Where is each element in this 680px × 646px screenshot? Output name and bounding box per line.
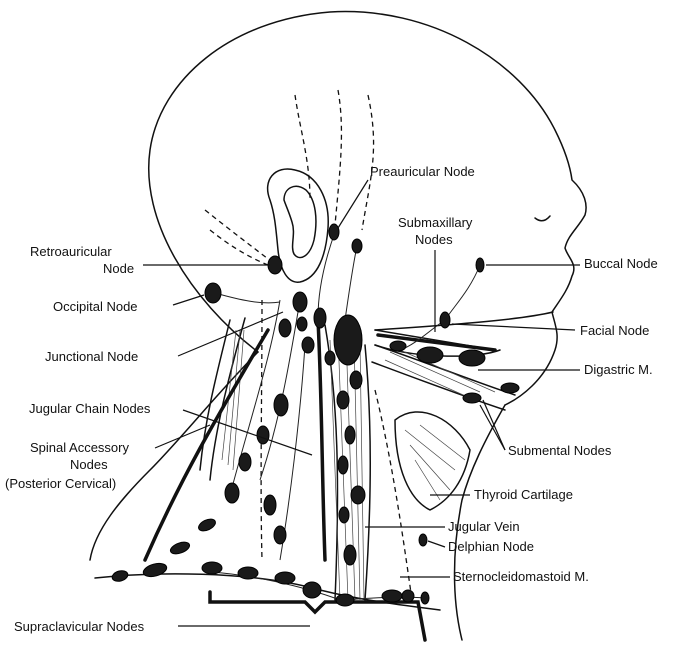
supraclavicular-node-8 — [420, 591, 430, 605]
supraclavicular-node-1 — [201, 561, 223, 575]
buccal-node — [475, 257, 485, 273]
submaxillary-node-3 — [389, 340, 407, 352]
jugular-node-1 — [292, 291, 308, 313]
supraclavicular-node-2 — [237, 566, 259, 580]
label-junctional: Junctional Node — [45, 349, 138, 364]
spinal-node-3 — [238, 452, 252, 472]
supraclavicular-node-11 — [111, 570, 129, 582]
jugular-node-12 — [338, 506, 350, 524]
submaxillary-node-2 — [458, 349, 486, 367]
spinal-node-2 — [256, 425, 270, 445]
posterior-bracket — [143, 328, 270, 562]
delphian-node — [418, 533, 428, 547]
jugular-node-10 — [337, 455, 349, 475]
submaxillary-bracket — [376, 333, 497, 352]
front-neck — [453, 404, 506, 641]
jugular-node-3 — [278, 318, 292, 338]
ear — [266, 168, 329, 283]
jugular-node-7 — [349, 370, 363, 390]
eye-mark — [534, 215, 551, 222]
label-thyroid-cartilage: Thyroid Cartilage — [474, 487, 573, 502]
jugular-bracket — [316, 318, 327, 562]
supraclavicular-brace — [208, 590, 427, 642]
label-occipital: Occipital Node — [53, 299, 138, 314]
jaw-line — [374, 344, 501, 357]
jugular-node-6 — [324, 350, 336, 366]
skull-profile — [148, 10, 587, 406]
submaxillary-node-1 — [416, 346, 444, 364]
supraclavicular-node-5 — [335, 593, 355, 607]
retroauricular-node — [267, 255, 283, 275]
label-digastric: Digastric M. — [584, 362, 653, 377]
supraclavicular-node-6 — [381, 589, 403, 603]
label-preauricular: Preauricular Node — [370, 164, 475, 179]
spinal-node-4 — [224, 482, 240, 504]
posterior-muscles — [143, 317, 270, 562]
label-spinal-accessory-3: (Posterior Cervical) — [5, 476, 116, 491]
back-neck — [89, 351, 259, 561]
label-submaxillary-2: Nodes — [415, 232, 453, 247]
spinal-node-1 — [273, 393, 289, 417]
jugular-node-13 — [343, 544, 357, 566]
facial-node — [439, 311, 451, 329]
label-submental: Submental Nodes — [508, 443, 612, 458]
label-submaxillary-1: Submaxillary — [398, 215, 473, 230]
label-retroauricular-1: Retroauricular — [30, 244, 112, 259]
jugular-node-5 — [301, 336, 315, 354]
ear-outer — [266, 168, 329, 283]
jugular-node-4 — [296, 316, 308, 332]
preauricular-node-2 — [351, 238, 363, 254]
ear-inner — [283, 185, 317, 259]
spinal-node-5 — [263, 494, 277, 516]
label-jugular-chain: Jugular Chain Nodes — [29, 401, 151, 416]
submental-node-1 — [462, 392, 482, 404]
thyroid-cartilage — [394, 411, 471, 511]
supraclavicular-node-9 — [142, 562, 168, 578]
label-spinal-accessory-2: Nodes — [70, 457, 108, 472]
supraclavicular-node-10 — [169, 541, 191, 555]
supraclavicular-node-12 — [198, 518, 216, 532]
labels: Preauricular Node Submaxillary Nodes Ret… — [5, 164, 658, 634]
occipital-node — [204, 282, 222, 304]
lymph-nodes — [111, 223, 520, 607]
label-supraclavicular: Supraclavicular Nodes — [14, 619, 145, 634]
spinal-node-6 — [273, 525, 287, 545]
junctional-node — [333, 314, 363, 366]
label-retroauricular-2: Node — [103, 261, 134, 276]
preauricular-node — [328, 223, 340, 241]
leader-lines — [143, 179, 580, 627]
supraclavicular-node-4 — [302, 581, 322, 599]
label-delphian: Delphian Node — [448, 539, 534, 554]
jugular-node-8 — [336, 390, 350, 410]
label-jugular-vein: Jugular Vein — [448, 519, 520, 534]
label-buccal: Buccal Node — [584, 256, 658, 271]
label-facial: Facial Node — [580, 323, 649, 338]
jugular-node-11 — [350, 485, 366, 505]
head-outline — [89, 10, 587, 641]
jugular-node-9 — [344, 425, 356, 445]
supraclavicular-node-7 — [401, 589, 415, 603]
face-line — [374, 311, 554, 331]
supraclavicular-node-3 — [274, 571, 296, 585]
jugular-node-2 — [313, 307, 327, 329]
label-spinal-accessory-1: Spinal Accessory — [30, 440, 129, 455]
submental-node-2 — [500, 382, 520, 394]
label-sternocleidomastoid: Sternocleidomastoid M. — [453, 569, 589, 584]
